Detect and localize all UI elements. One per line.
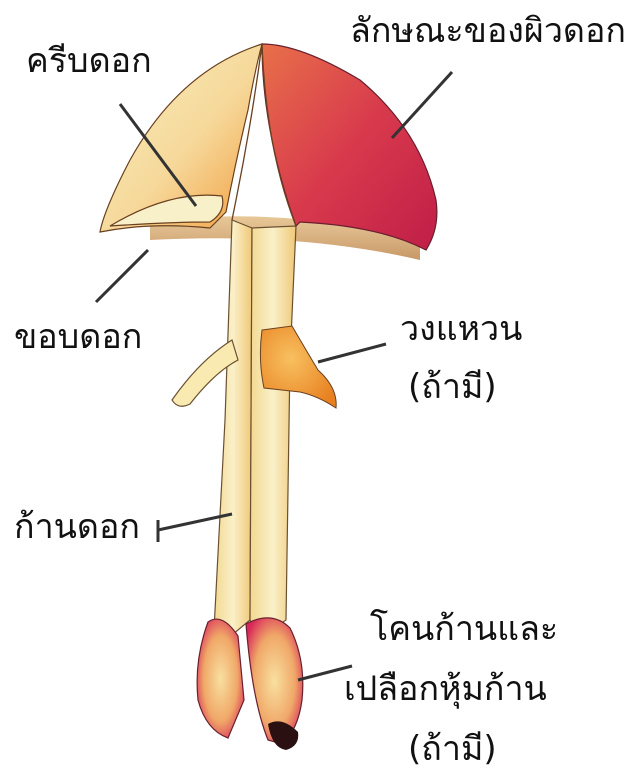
stem-right	[250, 226, 296, 640]
volva-left	[197, 619, 244, 738]
label-ring-note: (ถ้ามี)	[408, 370, 497, 404]
label-stem: ก้านดอก	[14, 510, 140, 544]
label-volva-line2: เปลือกหุ้มก้าน	[344, 672, 547, 706]
label-cap-surface: ลักษณะของผิวดอก	[350, 14, 626, 48]
leader-ring	[318, 344, 386, 362]
label-cap-edge: ขอบดอก	[14, 320, 142, 354]
label-volva-note: (ถ้ามี)	[408, 732, 497, 766]
leader-cap-edge	[96, 250, 148, 302]
stem-left	[214, 220, 252, 640]
leader-cap-surface	[392, 72, 452, 138]
label-volva-line1: โคนก้านและ	[370, 612, 558, 646]
label-gills: ครีบดอก	[26, 44, 152, 78]
label-ring: วงแหวน	[400, 312, 522, 346]
